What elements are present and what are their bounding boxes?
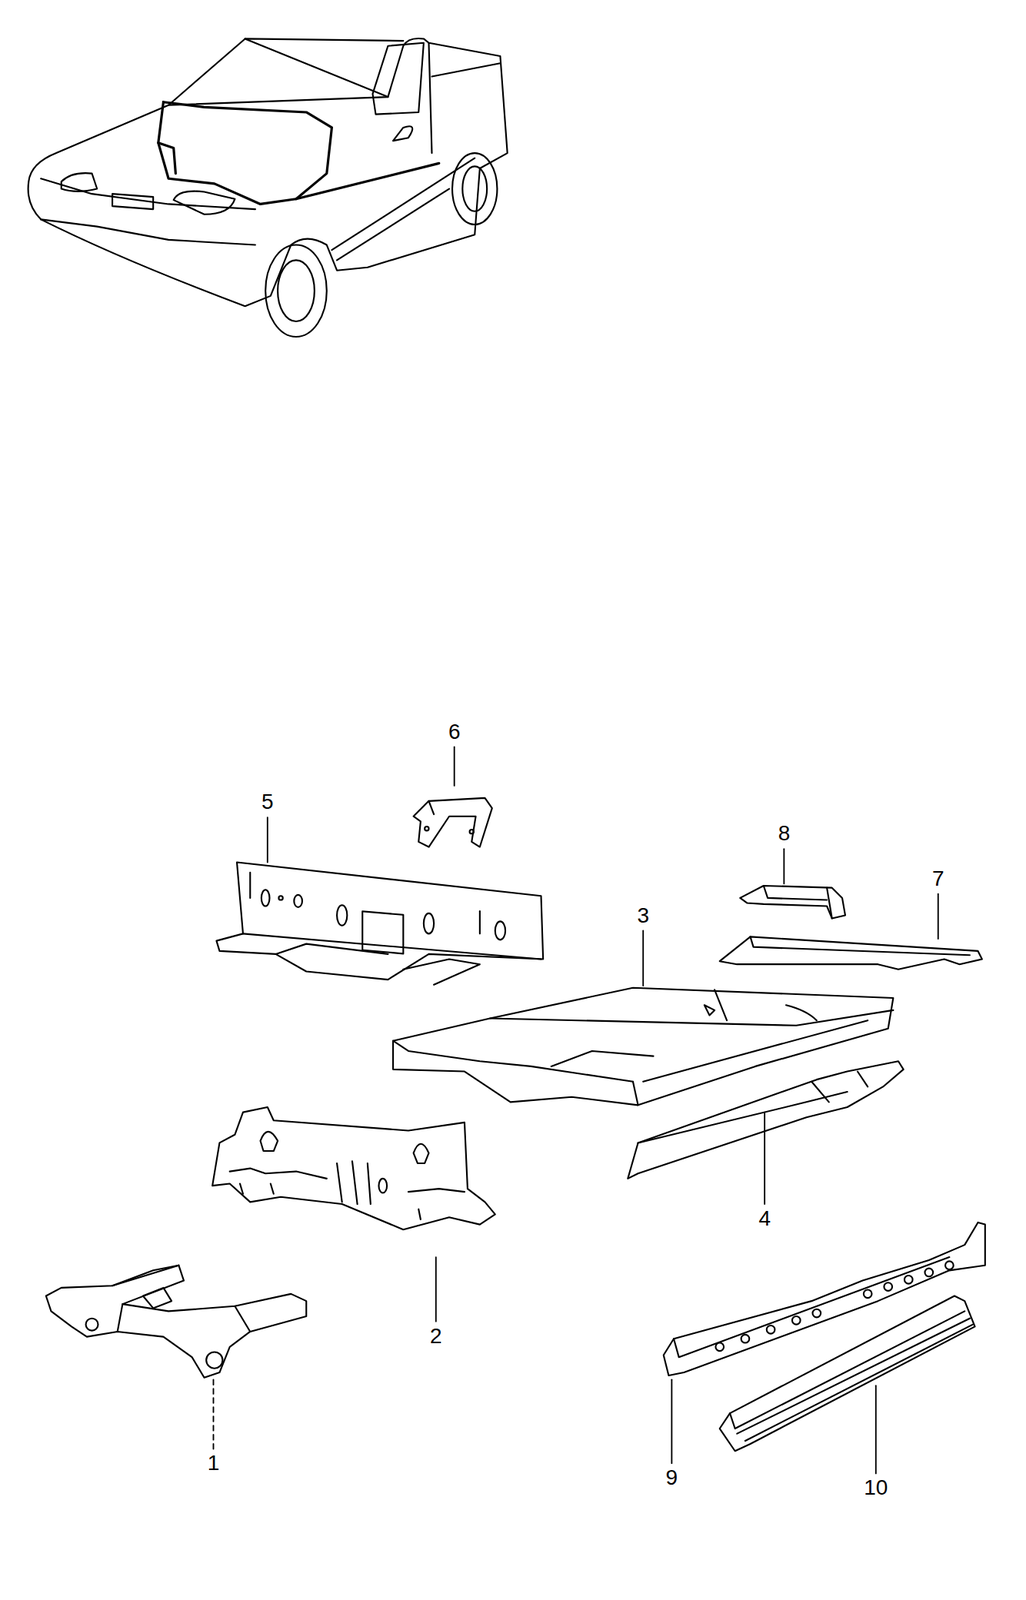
callout-number: 10	[862, 1476, 890, 1500]
callout-number: 4	[756, 1207, 773, 1231]
crossmember-panel	[212, 1107, 496, 1230]
callout-number: 7	[930, 867, 947, 891]
callout-number: 5	[259, 790, 276, 814]
subframe-part	[46, 1265, 307, 1379]
callout-number: 9	[664, 1466, 680, 1490]
floor-panel	[393, 988, 893, 1106]
callout-number: 8	[776, 822, 793, 846]
vehicle-sketch	[28, 38, 508, 337]
callout-number: 1	[206, 1452, 222, 1476]
leader-line	[213, 746, 938, 1474]
bracket-part	[413, 798, 493, 848]
sill-outer	[719, 1296, 976, 1453]
floor-rail	[719, 936, 983, 970]
callout-number: 2	[428, 1325, 444, 1349]
callout-number: 6	[446, 720, 463, 744]
callout-number: 3	[635, 904, 651, 928]
sill-panel	[627, 1061, 903, 1180]
side-member	[663, 1222, 986, 1376]
bracket-part	[739, 886, 846, 919]
firewall-panel	[216, 862, 543, 985]
